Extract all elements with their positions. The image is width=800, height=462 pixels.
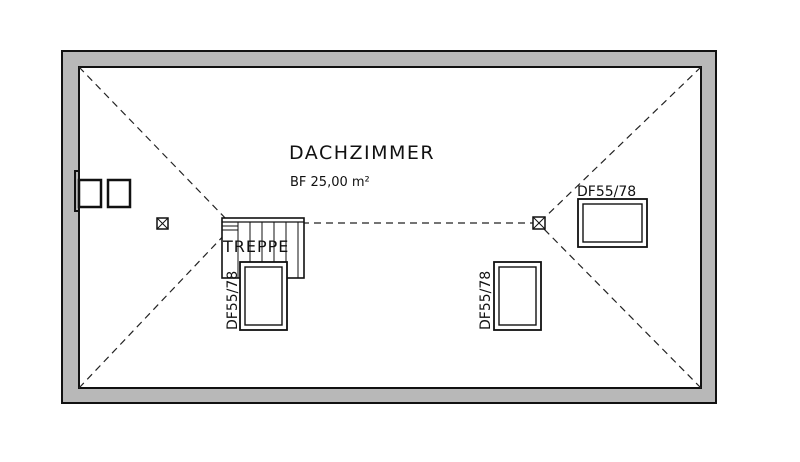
window-label-center: DF55/78: [478, 271, 494, 330]
window-label-top-right: DF55/78: [577, 184, 636, 200]
roof-window-center: [493, 261, 542, 331]
stair-label: TREPPE: [222, 237, 289, 256]
chimney-flue-left: [77, 178, 103, 209]
roof-window-top-right: [577, 198, 648, 248]
roof-hip-lines: [78, 66, 702, 389]
vent-left-icon: [156, 217, 169, 230]
room-area: BF 25,00 m²: [290, 175, 370, 190]
room-name: DACHZIMMER: [289, 142, 435, 164]
chimney-flue-right: [106, 178, 132, 209]
window-label-left: DF55/78: [225, 271, 241, 330]
vent-right-icon: [532, 216, 546, 230]
roof-window-left: [239, 261, 288, 331]
